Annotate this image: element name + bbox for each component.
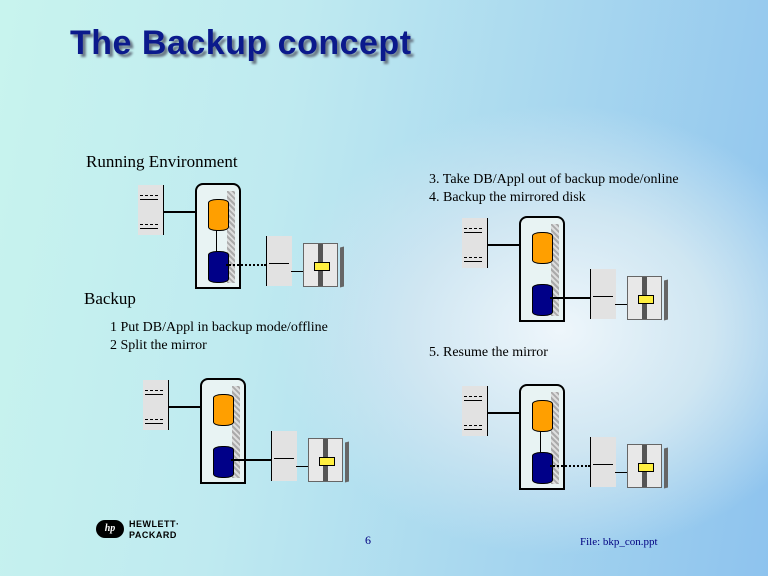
mirror-disk-icon bbox=[532, 284, 553, 316]
backup-server-icon bbox=[266, 236, 292, 286]
primary-disk-icon bbox=[208, 199, 229, 231]
tape-library-icon bbox=[303, 243, 338, 287]
hp-logo-icon: hp bbox=[96, 520, 124, 538]
diagram-backup-mirror bbox=[462, 216, 692, 322]
diagram-backup bbox=[143, 378, 373, 484]
page-number: 6 bbox=[365, 533, 371, 547]
disk-array-icon bbox=[519, 384, 565, 490]
disk-array-icon bbox=[195, 183, 241, 289]
disk-array-icon bbox=[200, 378, 246, 484]
primary-disk-icon bbox=[532, 232, 553, 264]
backup-heading: Backup bbox=[84, 289, 136, 308]
step-3: 3. Take DB/Appl out of backup mode/onlin… bbox=[429, 172, 679, 187]
client-server-icon bbox=[143, 380, 169, 430]
step-2: 2 Split the mirror bbox=[110, 338, 207, 353]
mirror-disk-icon bbox=[213, 446, 234, 478]
tape-library-icon bbox=[627, 276, 662, 320]
mirror-disk-icon bbox=[208, 251, 229, 283]
running-environment-heading: Running Environment bbox=[86, 152, 238, 171]
tape-library-icon bbox=[308, 438, 343, 482]
step-4: 4. Backup the mirrored disk bbox=[429, 190, 586, 205]
tape-library-icon bbox=[627, 444, 662, 488]
hp-logo-text: HEWLETT·PACKARD bbox=[129, 519, 180, 540]
diagram-resume bbox=[462, 384, 692, 490]
slide-title: The Backup concept bbox=[70, 24, 412, 62]
diagram-running bbox=[138, 183, 368, 289]
step-5: 5. Resume the mirror bbox=[429, 345, 548, 360]
client-server-icon bbox=[462, 218, 488, 268]
primary-disk-icon bbox=[213, 394, 234, 426]
disk-array-icon bbox=[519, 216, 565, 322]
backup-server-icon bbox=[590, 437, 616, 487]
mirror-disk-icon bbox=[532, 452, 553, 484]
backup-server-icon bbox=[590, 269, 616, 319]
client-server-icon bbox=[462, 386, 488, 436]
backup-server-icon bbox=[271, 431, 297, 481]
step-1: 1 Put DB/Appl in backup mode/offline bbox=[110, 320, 328, 335]
primary-disk-icon bbox=[532, 400, 553, 432]
client-server-icon bbox=[138, 185, 164, 235]
file-name: File: bkp_con.ppt bbox=[580, 536, 658, 548]
